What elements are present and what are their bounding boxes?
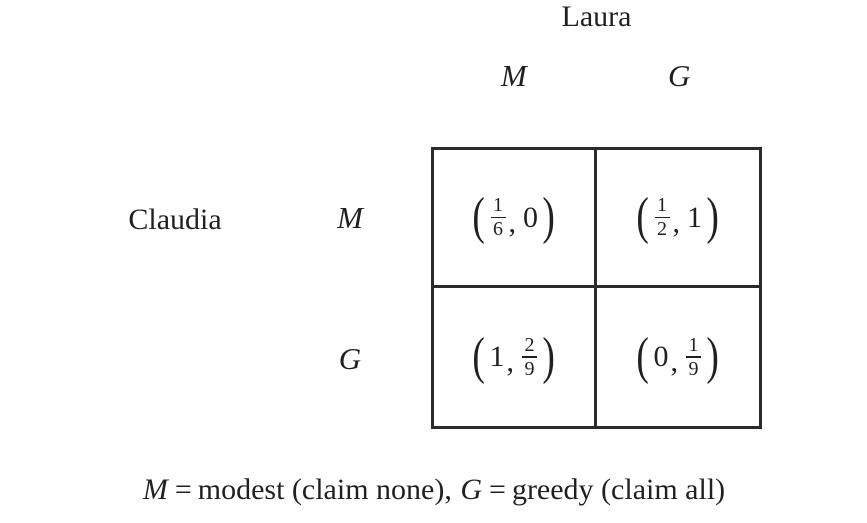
- payoff-separator: ,: [508, 205, 517, 239]
- fraction-bar: [490, 216, 506, 219]
- payoff-matrix: ( 1 6 , 0 ) ( 1 2 , 1 ) ( 1: [431, 147, 762, 429]
- row-payoff-value: 0: [653, 340, 669, 373]
- legend-caption: M=modest (claim none), G=greedy (claim a…: [0, 470, 867, 510]
- payoff-cell-g-m: ( 1 , 2 9 ): [434, 288, 597, 426]
- open-paren: (: [472, 188, 486, 246]
- row-payoff-fraction: 1 2: [653, 194, 672, 241]
- fraction-bar: [686, 356, 701, 358]
- payoff-pair: ( 1 6 , 0 ): [470, 188, 557, 246]
- payoff-pair: ( 0 , 1 9 ): [634, 327, 721, 385]
- close-paren: ): [706, 188, 719, 246]
- payoff-separator: ,: [672, 205, 681, 239]
- fraction-numerator: 1: [493, 194, 503, 217]
- column-header-m: M: [500, 58, 527, 93]
- legend-m-symbol: M: [142, 473, 168, 506]
- legend-m-equals: =: [174, 473, 192, 506]
- row-header-g: G: [338, 340, 362, 376]
- fraction-numerator: 2: [524, 333, 535, 356]
- fraction-denominator: 6: [493, 218, 503, 241]
- row-payoff-fraction: 1 6: [489, 194, 508, 241]
- fraction-numerator: 1: [688, 333, 699, 356]
- legend-g-meaning: greedy (claim all): [511, 473, 726, 506]
- col-payoff-value: 0: [523, 200, 538, 234]
- col-payoff-fraction: 1 9: [684, 333, 703, 380]
- legend-g-symbol: G: [460, 473, 483, 506]
- payoff-pair: ( 1 , 2 9 ): [470, 327, 557, 385]
- fraction-denominator: 9: [524, 357, 535, 380]
- open-paren: (: [636, 188, 650, 246]
- legend-g-equals: =: [489, 473, 506, 506]
- close-paren: ): [542, 188, 555, 246]
- row-headers: M G: [320, 147, 380, 429]
- payoff-separator: ,: [670, 345, 679, 379]
- column-player-name: Laura: [561, 0, 632, 33]
- row-header-m: M: [337, 199, 363, 235]
- payoff-cell-m-m: ( 1 6 , 0 ): [434, 150, 597, 288]
- column-header-g: G: [668, 58, 691, 93]
- payoff-cell-g-g: ( 0 , 1 9 ): [597, 288, 760, 426]
- fraction-denominator: 9: [688, 357, 699, 380]
- fraction-numerator: 1: [657, 194, 667, 217]
- row-player-name: Claudia: [128, 203, 222, 236]
- legend-m-meaning: modest (claim none),: [197, 473, 452, 506]
- col-payoff-fraction: 2 9: [520, 333, 539, 380]
- payoff-separator: ,: [506, 345, 515, 379]
- open-paren: (: [472, 327, 486, 385]
- col-payoff-value: 1: [687, 200, 702, 234]
- payoff-cell-m-g: ( 1 2 , 1 ): [596, 150, 759, 288]
- fraction-bar: [654, 216, 670, 219]
- close-paren: ): [706, 327, 719, 385]
- open-paren: (: [636, 327, 650, 385]
- close-paren: ): [542, 327, 555, 385]
- fraction-bar: [522, 356, 537, 358]
- fraction-denominator: 2: [657, 218, 667, 241]
- column-headers: M G: [431, 55, 762, 97]
- row-payoff-value: 1: [489, 340, 505, 373]
- payoff-pair: ( 1 2 , 1 ): [634, 188, 721, 246]
